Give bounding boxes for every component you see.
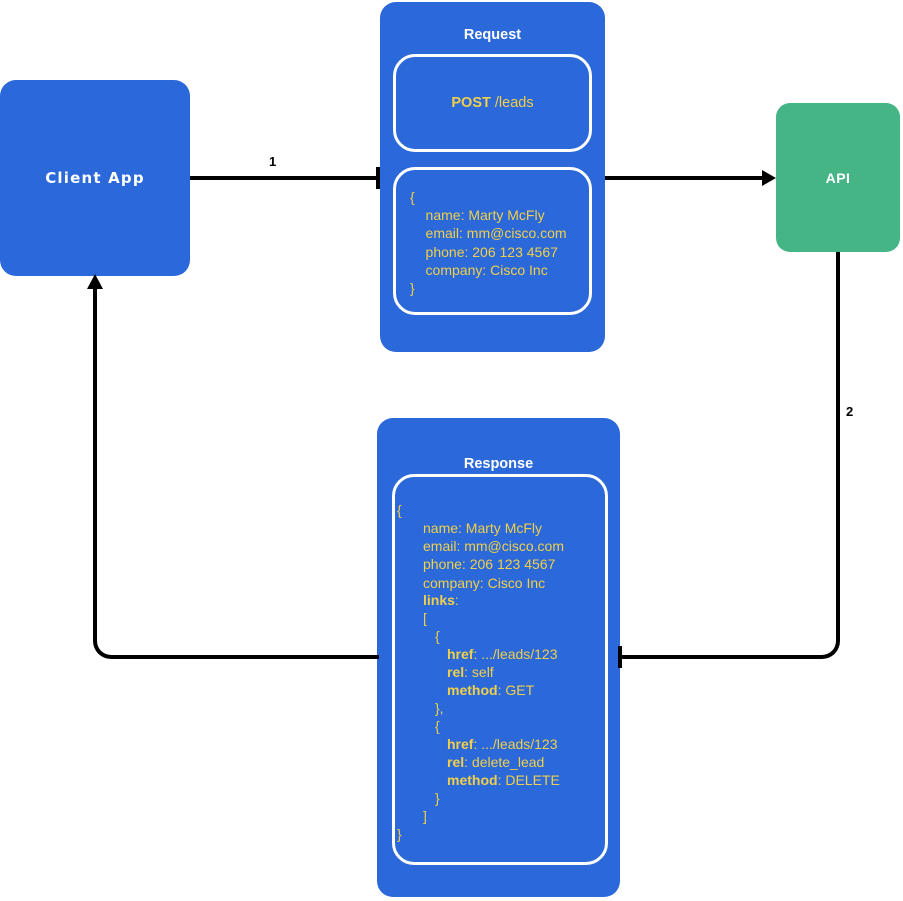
card-request-title: Request xyxy=(463,27,522,43)
link-entry-1-href-value: : .../leads/123 xyxy=(473,736,558,752)
link-entry-0-href-value: : .../leads/123 xyxy=(473,646,558,662)
response-bracket-close: ] xyxy=(423,808,427,824)
response-links-key: links xyxy=(423,592,455,608)
connector-1-tee-terminator xyxy=(376,167,380,189)
response-field-0: name: Marty McFly xyxy=(423,520,543,536)
connector-2-tee-terminator xyxy=(618,646,622,668)
card-response[interactable]: Response { name: Marty McFly email: mm@c… xyxy=(377,418,620,897)
response-close-brace: } xyxy=(397,826,402,842)
link-entry-1-method-value: : DELETE xyxy=(497,772,560,788)
connector-2-vertical xyxy=(836,252,840,621)
request-body-line-2: email: mm@cisco.com xyxy=(410,225,567,242)
request-body-line-5: } xyxy=(410,280,415,297)
response-bracket-open: [ xyxy=(423,610,427,626)
request-body-line-4: company: Cisco Inc xyxy=(410,261,548,278)
response-open-brace: { xyxy=(397,502,402,518)
request-method-line: POST /leads xyxy=(396,95,589,111)
connector-return-elbow xyxy=(93,621,115,659)
link-entry-0-href: href: .../leads/123 xyxy=(447,645,558,663)
node-client-app-label: Client App xyxy=(45,169,145,187)
response-field-3: company: Cisco Inc xyxy=(423,574,546,591)
request-method-path: /leads xyxy=(490,95,534,111)
link-entry-0-brace-open: { xyxy=(435,628,440,644)
connector-return-arrowhead xyxy=(87,274,103,289)
connector-request-api-arrowhead xyxy=(762,170,776,186)
link-entry-1-brace-close: } xyxy=(435,790,440,806)
card-response-title: Response xyxy=(463,456,534,472)
link-entry-1-brace-open: { xyxy=(435,718,440,734)
link-entry-0-rel-key: rel xyxy=(447,664,465,680)
connector-return-vertical xyxy=(93,288,97,624)
link-entry-0-href-key: href xyxy=(447,646,474,662)
request-body-code: { name: Marty McFly email: mm@cisco.com … xyxy=(410,188,567,297)
link-entry-0-rel-value: : self xyxy=(464,664,494,680)
response-fields: name: Marty McFly email: mm@cisco.com ph… xyxy=(423,519,564,592)
link-entry-0-method-key: method xyxy=(447,682,498,698)
connector-2-label: 2 xyxy=(846,404,854,419)
response-body-panel: { name: Marty McFly email: mm@cisco.com … xyxy=(392,474,608,865)
request-body-line-0: { xyxy=(410,189,415,205)
request-body-line-1: name: Marty McFly xyxy=(410,207,545,224)
connector-1-label: 1 xyxy=(269,154,277,169)
response-links-colon: : xyxy=(454,592,459,608)
response-field-1: email: mm@cisco.com xyxy=(423,538,565,555)
link-entry-1-rel-key: rel xyxy=(447,754,465,770)
link-entry-0-method-value: : GET xyxy=(497,682,535,698)
link-entry-1-href: href: .../leads/123 xyxy=(447,735,558,753)
link-entry-1-rel: rel: delete_lead xyxy=(447,753,544,771)
request-body-panel: { name: Marty McFly email: mm@cisco.com … xyxy=(393,167,592,315)
node-api-label: API xyxy=(825,169,851,186)
node-client-app[interactable]: Client App xyxy=(0,80,190,276)
connector-2-horizontal xyxy=(620,655,820,659)
card-request[interactable]: Request POST /leads { name: Marty McFly … xyxy=(380,2,605,352)
response-links-key-line: links: xyxy=(423,591,459,609)
link-entry-0-rel: rel: self xyxy=(447,663,494,681)
connector-1-line xyxy=(190,176,380,180)
link-entry-0-method: method: GET xyxy=(447,681,534,699)
link-entry-1-rel-value: : delete_lead xyxy=(464,754,545,770)
link-entry-1-href-key: href xyxy=(447,736,474,752)
node-api[interactable]: API xyxy=(776,103,900,252)
connector-return-horizontal xyxy=(113,655,379,659)
request-method-verb: POST xyxy=(451,95,491,111)
connector-request-api-line xyxy=(605,176,763,180)
response-field-2: phone: 206 123 4567 xyxy=(423,556,556,573)
link-entry-1-method: method: DELETE xyxy=(447,771,560,789)
link-entry-1-method-key: method xyxy=(447,772,498,788)
request-body-line-3: phone: 206 123 4567 xyxy=(410,243,558,260)
link-entry-0-brace-close: }, xyxy=(435,700,444,716)
connector-2-elbow xyxy=(818,621,840,659)
request-method-panel: POST /leads xyxy=(393,54,592,152)
